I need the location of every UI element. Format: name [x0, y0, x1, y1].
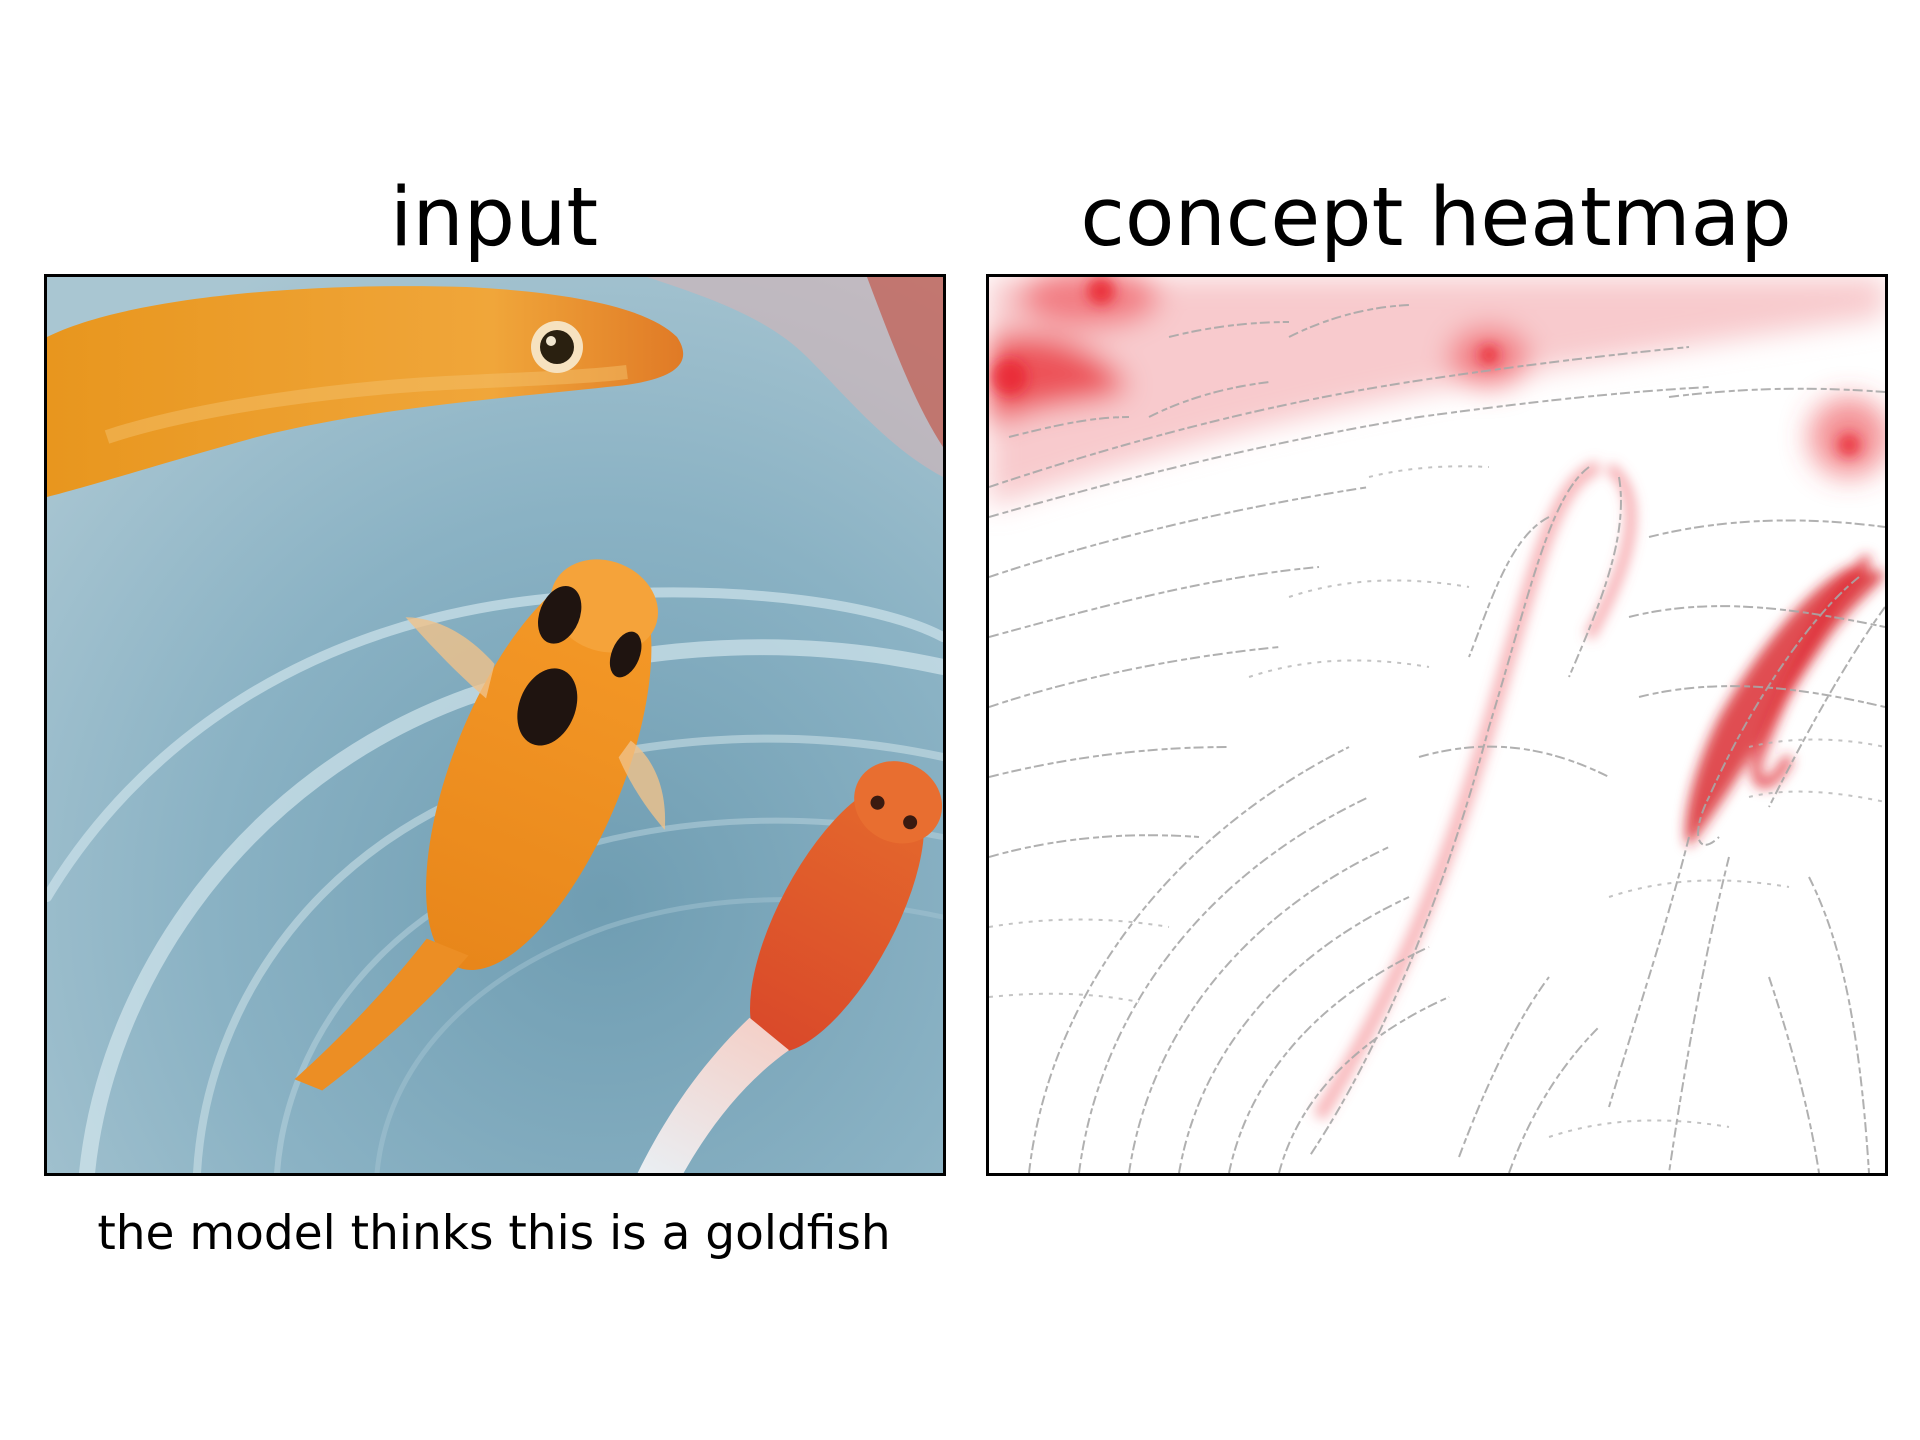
heatmap-panel-title: concept heatmap — [1080, 171, 1792, 265]
concept-heatmap — [986, 274, 1888, 1176]
input-image — [44, 274, 946, 1176]
prediction-caption: the model thinks this is a goldfish — [97, 1206, 891, 1261]
input-panel-title: input — [389, 171, 599, 265]
